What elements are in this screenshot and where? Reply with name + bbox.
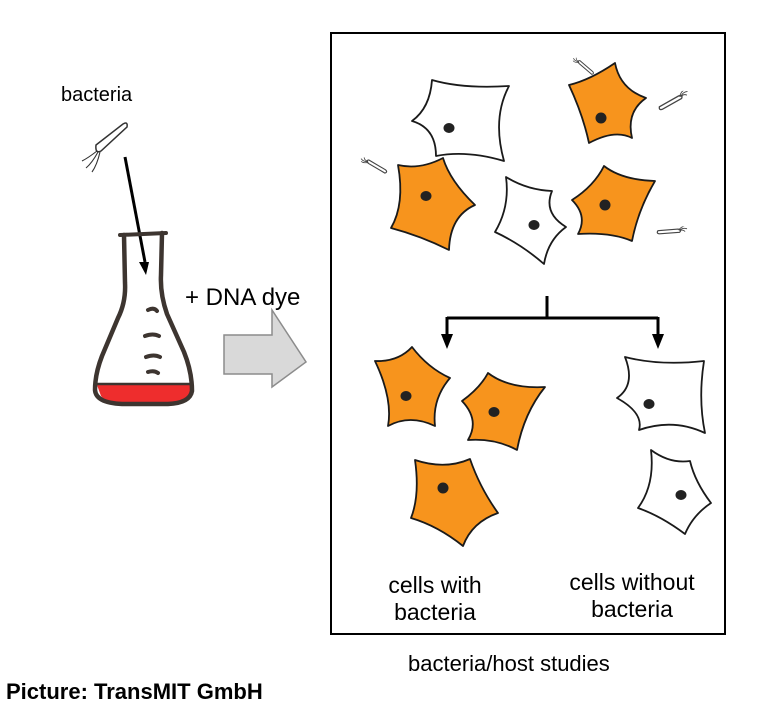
cell-unstained xyxy=(616,356,706,434)
cell-stained xyxy=(568,62,647,144)
stained-cell-group xyxy=(374,346,546,547)
cells-with-bacteria-label: cells with bacteria xyxy=(388,572,482,625)
bacterium-icon xyxy=(81,122,128,173)
flask-icon xyxy=(92,230,195,407)
bacteria-label: bacteria xyxy=(61,84,133,106)
cell-stained xyxy=(374,346,451,427)
cells-without-bacteria-label: cells without bacteria xyxy=(569,569,695,622)
bacterium-icon xyxy=(571,52,595,80)
unstained-cell-group xyxy=(616,356,712,535)
cell-unstained xyxy=(411,79,510,162)
process-arrow xyxy=(223,307,308,389)
split-arrows xyxy=(441,296,664,349)
bacterium-icon xyxy=(358,149,388,182)
picture-credit: Picture: TransMIT GmbH xyxy=(6,679,263,704)
cell-stained xyxy=(390,157,476,251)
bacterium-icon xyxy=(656,217,689,244)
results-panel xyxy=(330,32,726,635)
cell-stained xyxy=(461,372,546,451)
dna-dye-label: + DNA dye xyxy=(185,284,301,311)
top-cell-cluster xyxy=(390,62,656,265)
cell-stained xyxy=(410,458,499,547)
bacteria-into-flask-arrow xyxy=(123,156,149,275)
cell-unstained xyxy=(494,176,567,265)
cell-stained xyxy=(571,165,656,242)
studies-caption: bacteria/host studies xyxy=(408,651,610,676)
bacterium-icon xyxy=(657,90,690,111)
cell-unstained xyxy=(637,449,712,535)
